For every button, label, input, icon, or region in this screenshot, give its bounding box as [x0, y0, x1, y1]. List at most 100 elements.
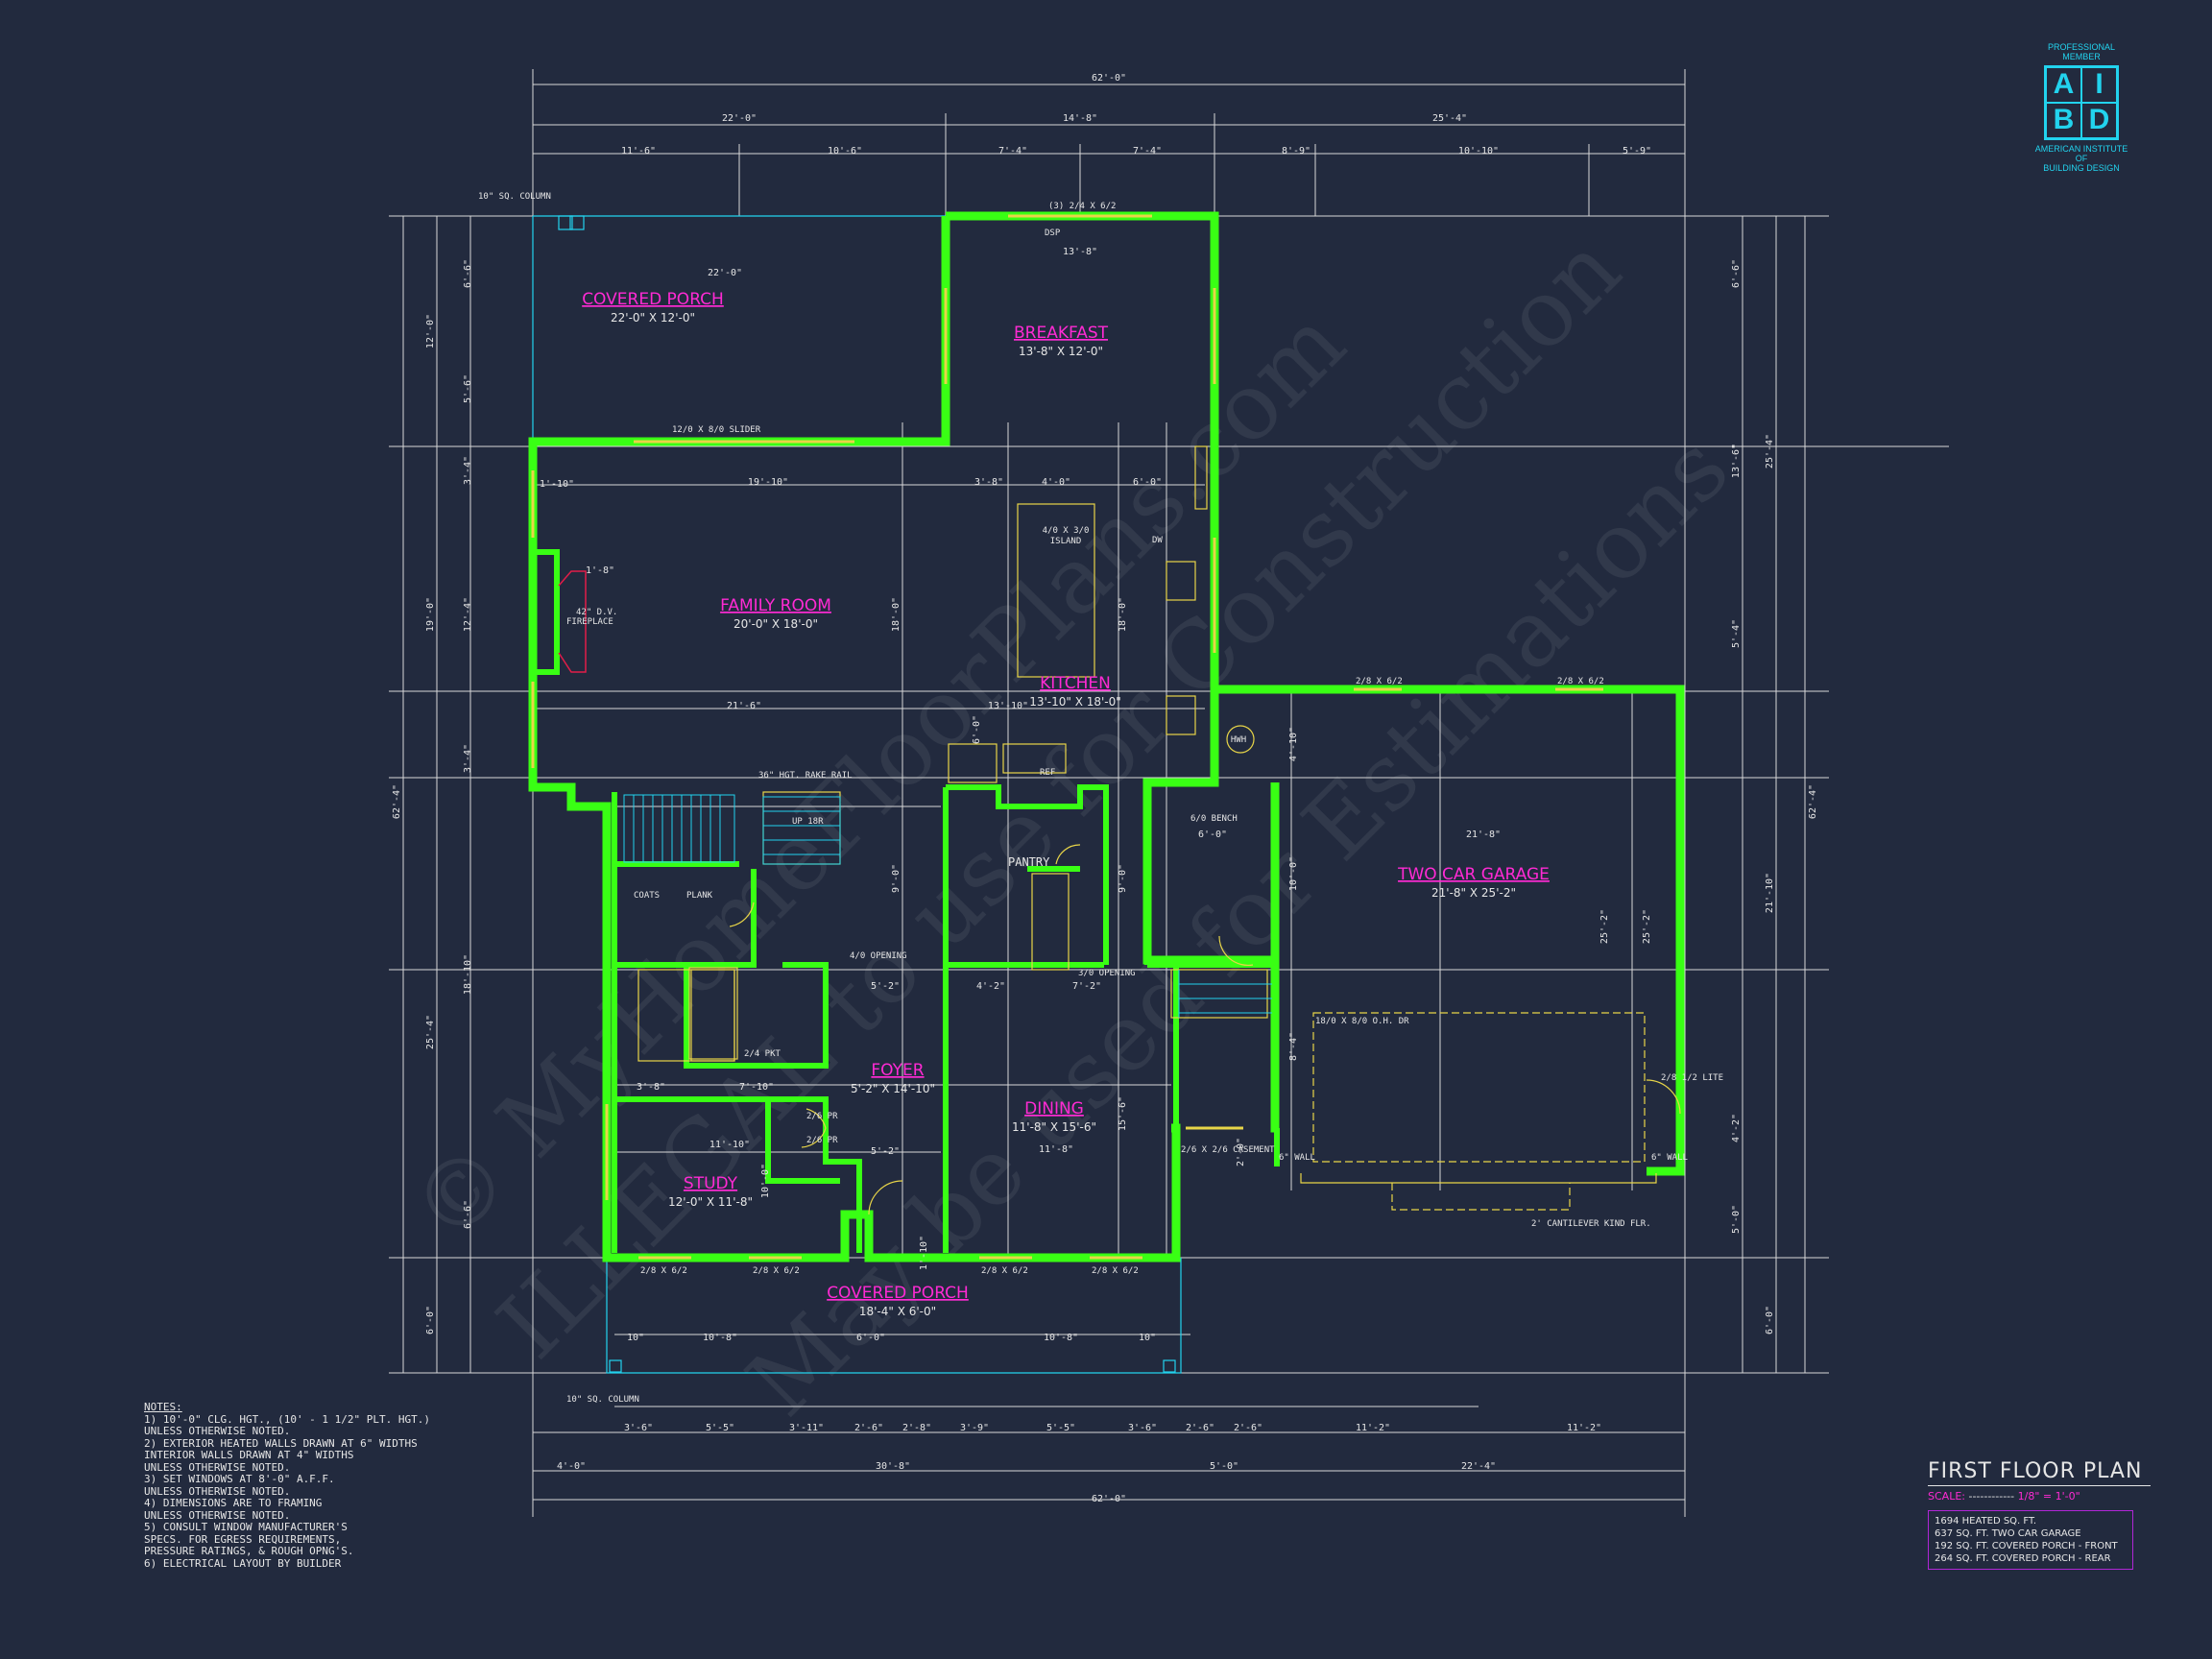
- area-summary: 1694 HEATED SQ. FT. 637 SQ. FT. TWO CAR …: [1928, 1510, 2133, 1570]
- fireplace: [558, 570, 587, 673]
- dim-interior-18: 3'-8": [637, 1082, 665, 1093]
- room-name-foyer: FOYER: [871, 1061, 924, 1080]
- dim-left-inner-1: 6'-6": [463, 259, 473, 288]
- dim-top-inner-1: 11'-6": [621, 146, 656, 156]
- dim-interior-23: 18'-0": [891, 597, 902, 632]
- note-line: UNLESS OTHERWISE NOTED.: [144, 1508, 291, 1522]
- room-size-family-room: 20'-0" X 18'-0": [733, 617, 818, 631]
- watermark: © MyHomeFloorPlans.com ILLEGAL to use fo…: [391, 215, 1749, 1436]
- dim-right-mid-3: 6'-0": [1765, 1306, 1775, 1334]
- dim-interior-26: 10'-0": [760, 1164, 771, 1198]
- dim-interior-10: 1'-8": [586, 565, 614, 576]
- scale-label: SCALE:: [1928, 1490, 1965, 1503]
- dim-interior-12: 6'-0": [1198, 830, 1227, 840]
- dim-bottom-inner-6: 3'-9": [960, 1423, 989, 1433]
- aibd-bottom-1: AMERICAN INSTITUTE: [2034, 144, 2128, 154]
- label-bench: 6/0 BENCH: [1190, 814, 1238, 824]
- annotation-labels: PANTRY 42" D.V. FIREPLACE 4/0 X 3/0 ISLA…: [478, 192, 1723, 1405]
- room-size-breakfast: 13'-8" X 12'-0": [1019, 345, 1103, 358]
- aibd-bottom-2: OF: [2075, 154, 2088, 163]
- dim-interior-38: 10": [1139, 1333, 1156, 1343]
- label-up: UP 18R: [792, 817, 824, 827]
- dim-interior-35: 10'-8": [703, 1333, 737, 1343]
- dim-left-inner-3: 3'-4": [463, 456, 473, 485]
- aibd-badge: PROFESSIONAL MEMBER A I B D AMERICAN INS…: [2024, 42, 2139, 173]
- dim-interior-15: 7'-2": [1072, 981, 1101, 992]
- dim-bottom-inner-8: 3'-6": [1128, 1423, 1157, 1433]
- dim-bottom-inner-10: 2'-6": [1234, 1423, 1262, 1433]
- label-opening-1: 4/0 OPENING: [850, 951, 907, 961]
- label-plank: PLANK: [686, 891, 713, 901]
- area-line: 192 SQ. FT. COVERED PORCH - FRONT: [1935, 1541, 2118, 1551]
- aibd-top-2: MEMBER: [2062, 52, 2101, 61]
- doors: [729, 844, 1681, 1215]
- label-cantilever: 2' CANTILEVER KIND FLR.: [1531, 1219, 1651, 1229]
- room-labels: COVERED PORCH 22'-0" X 12'-0" BREAKFAST …: [582, 290, 1550, 1318]
- label-hwh: HWH: [1231, 735, 1246, 745]
- dim-bottom-total: 62'-0": [1092, 1494, 1126, 1504]
- dim-left-mid-4: 6'-0": [425, 1306, 436, 1334]
- dim-interior-6: 6'-0": [1133, 477, 1162, 488]
- dim-top-inner-2: 10'-6": [828, 146, 862, 156]
- dim-bottom-inner-11: 11'-2": [1356, 1423, 1390, 1433]
- label-window-front-3: 2/8 X 6/2: [981, 1266, 1028, 1276]
- label-stair-rail: 36" HGT. RAKE RAIL: [758, 771, 853, 781]
- room-name-covered-porch-rear: COVERED PORCH: [582, 290, 724, 309]
- room-size-covered-porch-front: 18'-4" X 6'-0": [859, 1305, 936, 1318]
- room-name-covered-porch-front: COVERED PORCH: [827, 1284, 969, 1303]
- note-line: PRESSURE RATINGS, & ROUGH OPNG'S.: [144, 1545, 354, 1557]
- room-size-dining: 11'-8" X 15'-6": [1012, 1120, 1096, 1134]
- room-size-kitchen: 13'-10" X 18'-0": [1029, 695, 1121, 709]
- dim-interior-24: 18'-0": [1118, 597, 1128, 632]
- area-line: 637 SQ. FT. TWO CAR GARAGE: [1935, 1528, 2081, 1539]
- dim-interior-36: 10'-8": [1044, 1333, 1078, 1343]
- dim-right-inner-1: 6'-6": [1731, 259, 1742, 288]
- scale-value: 1/8" = 1'-0": [2017, 1490, 2080, 1503]
- dim-left-mid-3: 25'-4": [425, 1015, 436, 1049]
- dim-interior-22: 25'-2": [1642, 909, 1652, 944]
- label-casement: 2/6 X 2/6 CASEMENT: [1181, 1145, 1275, 1155]
- note-line: 2) EXTERIOR HEATED WALLS DRAWN AT 6" WID…: [144, 1436, 418, 1450]
- dim-interior-13: 5'-2": [871, 981, 900, 992]
- room-size-garage: 21'-8" X 25'-2": [1431, 886, 1516, 900]
- note-line: 4) DIMENSIONS ARE TO FRAMING: [144, 1497, 323, 1509]
- dim-left-inner-6: 18'-10": [463, 954, 473, 995]
- aibd-letter-a: A: [2046, 67, 2081, 103]
- room-name-kitchen: KITCHEN: [1040, 674, 1111, 693]
- label-garage-door: 18/0 X 8/0 O.H. DR: [1315, 1017, 1409, 1026]
- label-wall-2: 6" WALL: [1651, 1153, 1688, 1163]
- dim-bottom-inner-4: 2'-6": [854, 1423, 883, 1433]
- room-name-breakfast: BREAKFAST: [1014, 324, 1109, 343]
- note-line: UNLESS OTHERWISE NOTED.: [144, 1484, 291, 1498]
- label-pr: 2/6 PR: [806, 1112, 838, 1121]
- dim-interior-11: 21'-8": [1466, 830, 1501, 840]
- aibd-top-1: PROFESSIONAL: [2047, 42, 2116, 52]
- label-window-front-4: 2/8 X 6/2: [1092, 1266, 1139, 1276]
- dim-interior-4: 3'-8": [974, 477, 1003, 488]
- label-window-garage-1: 2/8 X 6/2: [1356, 677, 1403, 686]
- room-name-study: STUDY: [684, 1174, 738, 1193]
- dim-left-inner-7: 6'-6": [463, 1200, 473, 1229]
- dim-right-total: 62'-4": [1808, 784, 1818, 819]
- dim-bottom-inner-9: 2'-6": [1186, 1423, 1214, 1433]
- label-pantry: PANTRY: [1008, 855, 1050, 869]
- note-line: UNLESS OTHERWISE NOTED.: [144, 1460, 291, 1474]
- label-ref: REF: [1040, 768, 1055, 778]
- dim-top-inner-7: 5'-9": [1623, 146, 1651, 156]
- dim-left-inner-4: 12'-4": [463, 597, 473, 632]
- aibd-letter-d: D: [2081, 103, 2117, 138]
- interior-walls: [533, 549, 1280, 1253]
- label-window-front-2: 2/8 X 6/2: [753, 1266, 800, 1276]
- label-fireplace-1: 42" D.V.: [576, 608, 617, 617]
- label-coats: COATS: [634, 891, 660, 901]
- dim-interior-29: 9'-0": [891, 864, 902, 893]
- dim-interior-30: 9'-0": [1118, 864, 1128, 893]
- fixtures: [637, 445, 1657, 1211]
- note-line: UNLESS OTHERWISE NOTED.: [144, 1425, 291, 1437]
- dim-interior-8: 13'-10": [988, 701, 1028, 711]
- dim-top-inner-5: 8'-9": [1282, 146, 1310, 156]
- dim-bottom-inner-5: 2'-8": [902, 1423, 931, 1433]
- label-window-front-1: 2/8 X 6/2: [640, 1266, 687, 1276]
- dim-interior-2: 13'-8": [1063, 247, 1097, 257]
